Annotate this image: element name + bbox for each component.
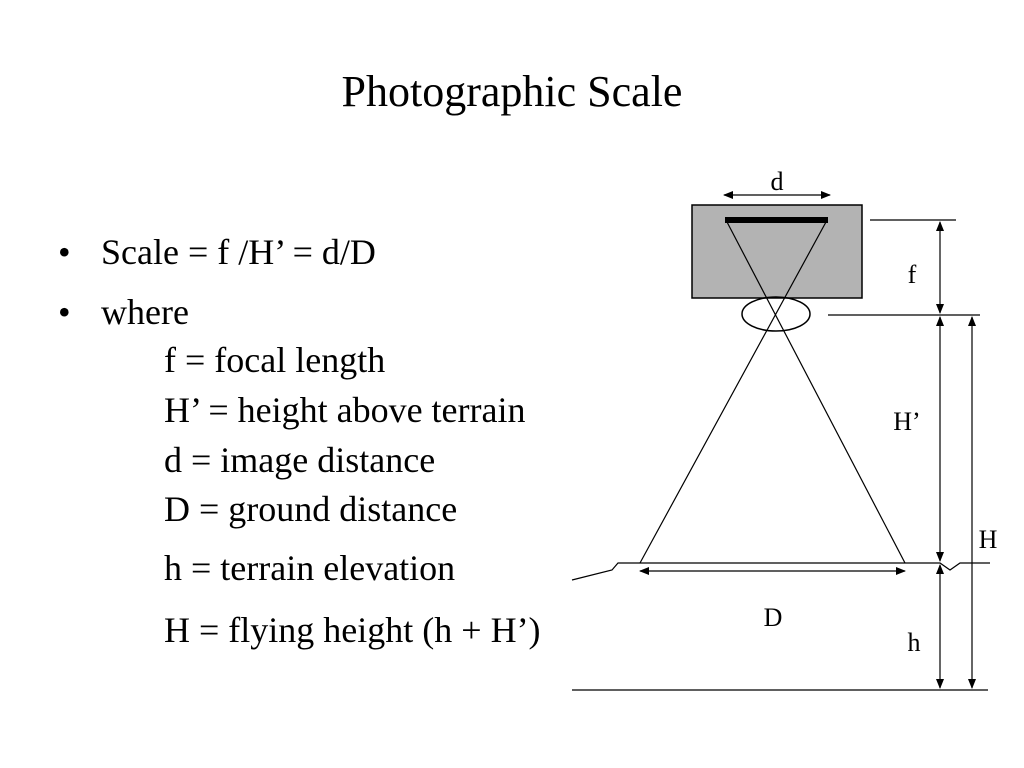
- bullet-marker: •: [58, 292, 71, 332]
- label-h-prime: H’: [893, 407, 920, 436]
- ray-right: [639, 221, 827, 564]
- label-flying-height: H: [979, 525, 998, 554]
- label-d: d: [771, 167, 784, 196]
- definition-terrain-elevation: h = terrain elevation: [164, 548, 456, 588]
- definition-flying-height: H = flying height (h + H’): [164, 610, 541, 650]
- bullet-marker: •: [58, 232, 71, 272]
- lens-ellipse: [741, 296, 811, 332]
- label-f: f: [908, 260, 917, 289]
- definition-image-distance: d = image distance: [164, 440, 436, 480]
- label-ground-distance: D: [764, 603, 783, 632]
- scale-formula: Scale = f /H’ = d/D: [101, 232, 376, 272]
- definition-ground-distance: D = ground distance: [164, 489, 458, 529]
- bullet-list: • Scale = f /H’ = d/D • where f = focal …: [58, 232, 541, 650]
- terrain-surface: [571, 562, 990, 581]
- definition-height-above-terrain: H’ = height above terrain: [164, 390, 526, 430]
- ray-left: [726, 221, 906, 564]
- label-h: h: [908, 628, 921, 657]
- slide-title: Photographic Scale: [341, 67, 683, 116]
- definition-focal-length: f = focal length: [164, 340, 386, 380]
- where-label: where: [101, 292, 189, 332]
